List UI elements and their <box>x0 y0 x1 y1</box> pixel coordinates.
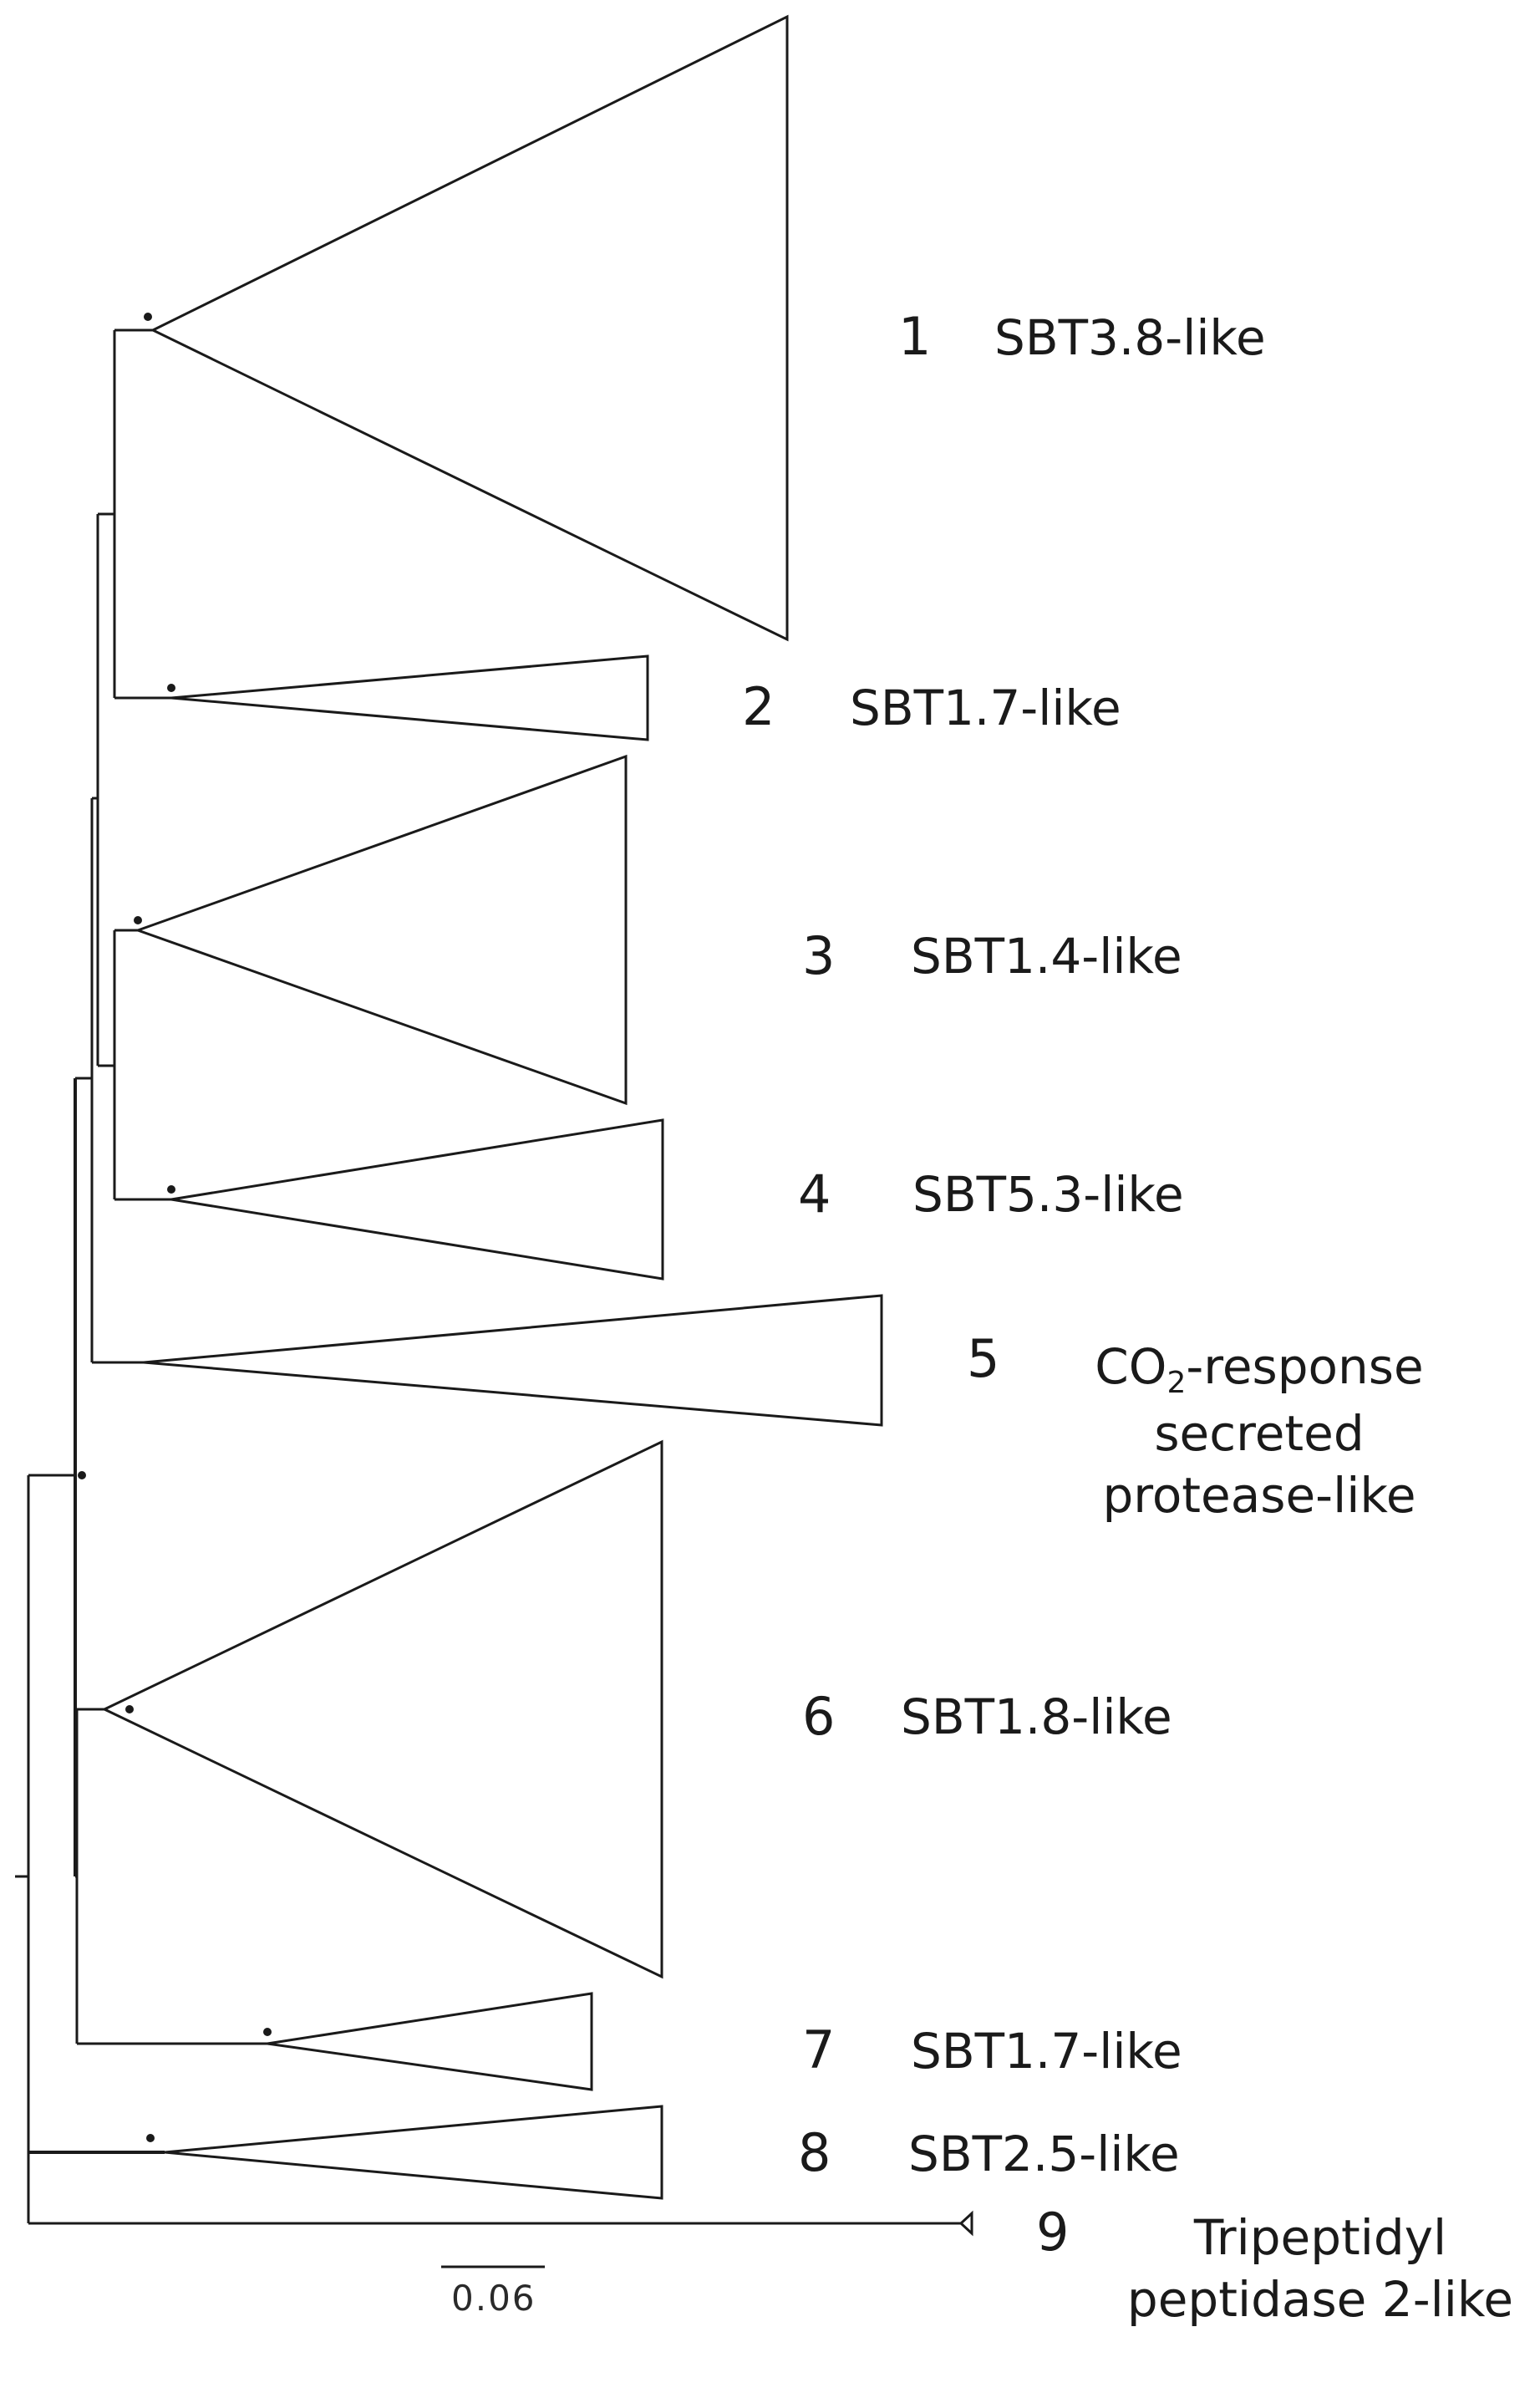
support-dot <box>78 1471 86 1479</box>
clade-9-triangle <box>958 2210 973 2237</box>
clade-5-label-line1: CO2-response <box>1095 1338 1424 1400</box>
clade-7-label: SBT1.7-like <box>911 2023 1182 2080</box>
clade-3-number: 3 <box>802 925 836 986</box>
scale-bar-label: 0.06 <box>451 2278 536 2319</box>
support-dot <box>263 2028 272 2036</box>
clade-7-triangle <box>267 1992 593 2091</box>
clade-9-label-line1: Tripeptidyl <box>1193 2209 1447 2266</box>
clade-6-number: 6 <box>802 1686 836 1747</box>
clade-4-triangle <box>170 1118 664 1281</box>
clade-8-triangle <box>164 2105 663 2200</box>
clade-1-label: SBT3.8-like <box>994 309 1266 366</box>
clade-7-number: 7 <box>802 2019 836 2080</box>
clade-4-number: 4 <box>798 1163 831 1225</box>
clade-3-triangle <box>134 754 628 1106</box>
clade-5-label-line2: secreted <box>1154 1404 1365 1462</box>
clade-1-triangle <box>150 14 789 642</box>
clade-8-number: 8 <box>798 2122 831 2183</box>
clade-6-label: SBT1.8-like <box>901 1688 1172 1745</box>
clade-5-triangle <box>143 1294 883 1427</box>
clade-2-label: SBT1.7-like <box>850 680 1121 736</box>
clade-3-label: SBT1.4-like <box>911 928 1182 985</box>
clade-9-number: 9 <box>1036 2202 1070 2263</box>
support-dot <box>134 916 142 924</box>
clade-4-label: SBT5.3-like <box>912 1166 1184 1223</box>
clade-6-triangle <box>101 1439 663 1979</box>
clade-1-number: 1 <box>898 306 932 367</box>
clade-9-label: Tripeptidyl peptidase 2-like <box>1111 2207 1529 2330</box>
support-dot <box>125 1705 134 1713</box>
clade-2-number: 2 <box>742 676 775 737</box>
clade-2-triangle <box>170 654 649 741</box>
support-dot <box>167 1185 175 1194</box>
clade-5-label: CO2-response secreted protease-like <box>1055 1336 1464 1526</box>
clade-5-label-line3: protease-like <box>1102 1467 1416 1525</box>
support-dot <box>144 313 152 321</box>
support-dot <box>167 684 175 692</box>
clade-5-number: 5 <box>967 1328 1000 1389</box>
clade-8-label: SBT2.5-like <box>908 2126 1180 2182</box>
clade-9-label-line2: peptidase 2-like <box>1126 2271 1514 2329</box>
support-dot <box>146 2134 155 2142</box>
